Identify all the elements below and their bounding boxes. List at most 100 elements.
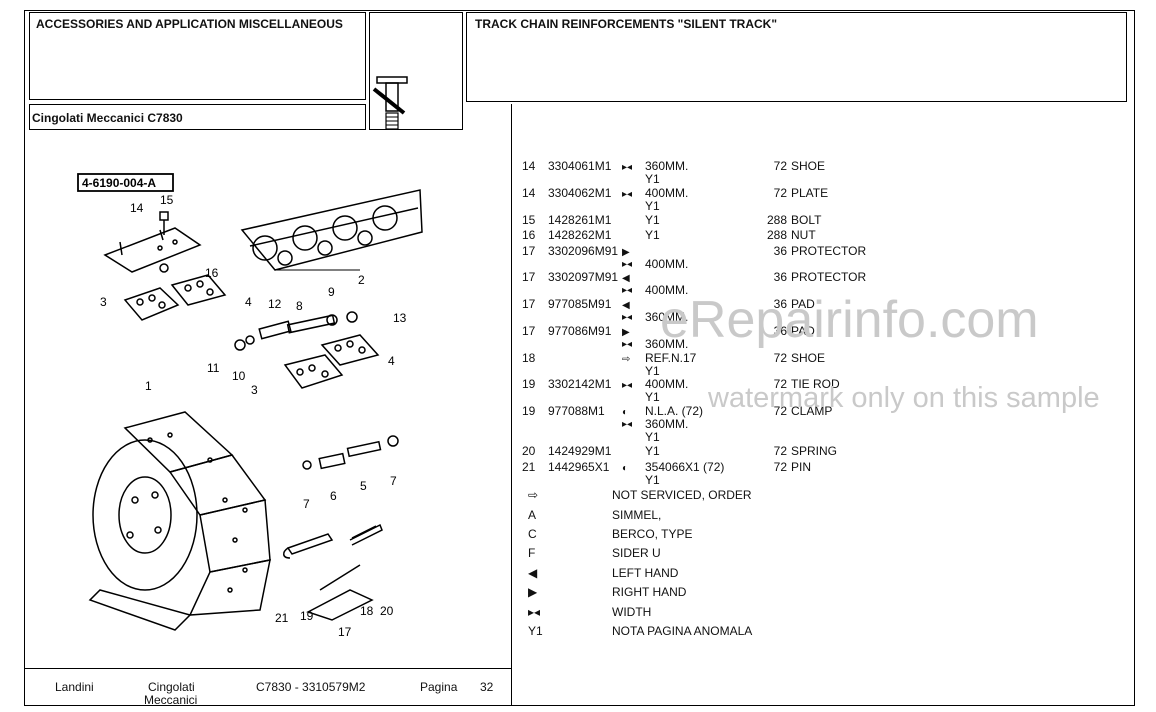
callout-13: 13 (393, 311, 407, 325)
part-name: SPRING (791, 444, 838, 458)
quantity: 36 (773, 297, 787, 311)
callout-7-right: 7 (390, 474, 397, 488)
part-number: 3302142M1 (548, 377, 612, 391)
description: Y1 (645, 444, 660, 458)
callout-17: 17 (338, 625, 352, 639)
symbol: ▸◂ (622, 162, 633, 173)
ref-number: 20 (522, 444, 536, 458)
part-number: 3302096M91 (548, 244, 619, 258)
legend-key: C (528, 527, 537, 541)
width-symbol: ▸◂ (622, 312, 633, 323)
callout-21: 21 (275, 611, 289, 625)
quantity: 72 (773, 351, 787, 365)
part-name: PROTECTOR (791, 270, 867, 284)
legend-key: A (528, 508, 537, 522)
callout-3-top: 3 (100, 295, 107, 309)
description: Y1 (645, 228, 660, 242)
description-2: 360MM. (645, 310, 689, 324)
description-2: 400MM. (645, 257, 689, 271)
description-2: Y1 (645, 390, 660, 404)
tool-icon (372, 76, 408, 130)
footer-category-2: Meccanici (144, 693, 198, 707)
footer-model-code: C7830 - 3310579M2 (256, 680, 366, 694)
description-2: 400MM. (645, 283, 689, 297)
symbol: ◀ (622, 273, 630, 284)
legend-key: ⇨ (528, 488, 539, 502)
part-number: 1442965X1 (548, 460, 610, 474)
symbol: ▶ (622, 247, 630, 258)
callout-4-low: 4 (388, 354, 395, 368)
callout-1: 1 (145, 379, 152, 393)
ref-number: 21 (522, 460, 536, 474)
width-symbol: ▸◂ (622, 339, 633, 350)
quantity: 288 (766, 213, 787, 227)
legend-key: ▸◂ (528, 605, 541, 619)
watermark-site: eRepairinfo.com (660, 291, 1039, 349)
quantity: 36 (773, 324, 787, 338)
symbol: ▸◂ (622, 189, 633, 200)
description: 360MM. (645, 159, 689, 173)
callout-3-low: 3 (251, 383, 258, 397)
quantity: 36 (773, 270, 787, 284)
quantity: 36 (773, 244, 787, 258)
description: 354066X1 (72) (645, 460, 725, 474)
part-number: 977086M91 (548, 324, 612, 338)
legend-text: LEFT HAND (612, 566, 679, 580)
symbol: ◀ (622, 300, 630, 311)
part-number: 1424929M1 (548, 444, 612, 458)
width-symbol: ▸◂ (622, 285, 633, 296)
part-name: PROTECTOR (791, 244, 867, 258)
callout-4-top: 4 (245, 295, 252, 309)
symbol: ◐ (622, 407, 629, 418)
watermark-note: watermark only on this sample (708, 382, 1100, 414)
part-number: 3304062M1 (548, 186, 612, 200)
legend-text: RIGHT HAND (612, 585, 687, 599)
exploded-parts-diagram: 4-6190-004-A 14 15 16 3 4 2 12 8 9 13 11… (77, 173, 423, 639)
footer-divider (24, 668, 512, 669)
tool-icon-box (369, 12, 463, 130)
legend-key: F (528, 546, 536, 560)
width-symbol: ▸◂ (622, 259, 633, 270)
footer-category-1: Cingolati (148, 680, 195, 694)
callout-16: 16 (205, 266, 219, 280)
ref-number: 14 (522, 159, 536, 173)
legend-text: NOTA PAGINA ANOMALA (612, 624, 753, 638)
callout-5: 5 (360, 479, 367, 493)
ref-number: 15 (522, 213, 536, 227)
callout-14: 14 (130, 201, 144, 215)
description: Y1 (645, 213, 660, 227)
part-name: PAD (791, 297, 815, 311)
footer-page-number: 32 (480, 680, 494, 694)
legend-text: SIDER U (612, 546, 661, 560)
callout-12: 12 (268, 297, 282, 311)
quantity: 72 (773, 404, 787, 418)
group-title: TRACK CHAIN REINFORCEMENTS "SILENT TRACK… (475, 17, 778, 31)
description-2: 360MM. (645, 337, 689, 351)
ref-number: 16 (522, 228, 536, 242)
ref-number: 19 (522, 404, 536, 418)
footer-brand: Landini (55, 680, 94, 694)
part-name: PAD (791, 324, 815, 338)
quantity: 72 (773, 159, 787, 173)
part-name: NUT (791, 228, 816, 242)
legend-key: Y1 (528, 624, 543, 638)
legend-text: SIMMEL, (612, 508, 662, 522)
legend-text: WIDTH (612, 605, 652, 619)
callout-8: 8 (296, 299, 303, 313)
quantity: 72 (773, 460, 787, 474)
part-number: 977088M1 (548, 404, 605, 418)
part-name: PLATE (791, 186, 829, 200)
callout-7-left: 7 (303, 497, 310, 511)
legend-text: BERCO, TYPE (612, 527, 693, 541)
section-title-box: ACCESSORIES AND APPLICATION MISCELLANEOU… (29, 12, 366, 100)
description-2: Y1 (645, 199, 660, 213)
part-name: SHOE (791, 159, 826, 173)
legend-key: ◀ (528, 566, 538, 580)
quantity: 72 (773, 444, 787, 458)
parts-row: 20 1424929M1 Y1 72 SPRING (0, 445, 1156, 485)
